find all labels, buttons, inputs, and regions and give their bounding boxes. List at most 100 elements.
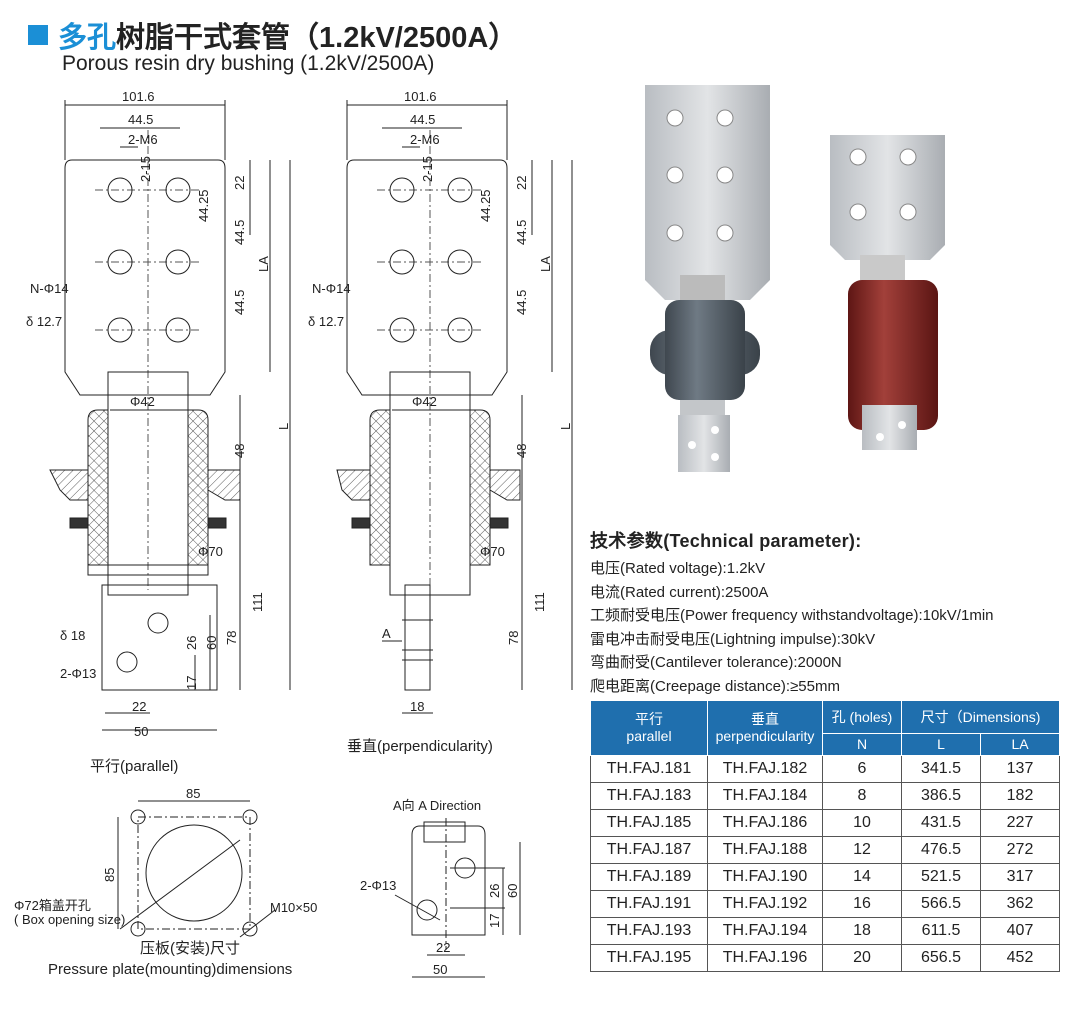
param-cantilever: 弯曲耐受(Cantilever tolerance):2000N [590, 654, 842, 671]
dim-26: 26 [184, 636, 199, 650]
dim-111: 111 [250, 592, 265, 612]
cell-l: 521.5 [901, 863, 981, 891]
product-photos [645, 85, 945, 472]
cell-l: 566.5 [901, 890, 981, 918]
dim-la: LA [256, 256, 271, 272]
col-dimensions: 尺寸（Dimensions) [901, 700, 1060, 734]
cell-la: 137 [980, 755, 1060, 783]
dim-top: 22 [514, 176, 529, 190]
dim-hole: N-Φ14 [312, 281, 351, 296]
dim-111: 111 [532, 592, 547, 612]
title-square-icon [28, 25, 48, 45]
pressure-plate-view [117, 800, 276, 938]
tech-heading: 技术参数(Technical parameter): [590, 531, 862, 551]
cell-perpendicular: TH.FAJ.190 [707, 863, 823, 891]
cell-la: 452 [980, 944, 1060, 972]
bolt-size: M10×50 [270, 900, 317, 915]
dim-pitch-2: 44.5 [514, 220, 529, 245]
dim-top: 22 [232, 176, 247, 190]
dim-thickness: δ 12.7 [308, 314, 344, 329]
dim-thread: 2-M6 [128, 132, 158, 147]
dim-pitch-3: 44.5 [232, 290, 247, 315]
dim-60: 60 [204, 636, 219, 650]
cell-holes: 20 [822, 944, 902, 972]
dim-arrow-a: A [382, 626, 391, 641]
dim-thickness: δ 12.7 [26, 314, 62, 329]
cell-la: 227 [980, 809, 1060, 837]
param-creepage: 爬电距离(Creepage distance):≥55mm [590, 677, 840, 695]
dim-thread: 2-M6 [410, 132, 440, 147]
cell-parallel: TH.FAJ.185 [590, 809, 708, 837]
col-l: L [901, 733, 981, 756]
plate-height: 85 [102, 868, 117, 882]
a-dim-17: 17 [487, 914, 502, 928]
plate-caption-en: Pressure plate(mounting)dimensions [48, 961, 292, 978]
dim-48: 48 [232, 444, 247, 458]
cell-holes: 18 [822, 917, 902, 945]
cell-l: 386.5 [901, 782, 981, 810]
cell-parallel: TH.FAJ.193 [590, 917, 708, 945]
cell-la: 407 [980, 917, 1060, 945]
dim-78: 78 [224, 631, 239, 645]
param-rated-current: 电流(Rated current):2500A [590, 583, 769, 601]
dim-48: 48 [514, 444, 529, 458]
technical-parameters: 技术参数(Technical parameter): 电压(Rated volt… [590, 527, 994, 698]
dim-hole-spacing: 44.5 [128, 112, 153, 127]
a-dim-60: 60 [505, 884, 520, 898]
technical-drawings: 101.6 44.5 2-M6 2-15 44.25 22 44.5 44.5 … [14, 89, 573, 978]
cell-la: 272 [980, 836, 1060, 864]
box-opening-cn: Φ72箱盖开孔 [14, 898, 91, 913]
param-rated-voltage: 电压(Rated voltage):1.2kV [590, 560, 766, 577]
col-n: N [822, 733, 902, 756]
dim-thread-depth: 2-15 [138, 156, 153, 182]
a-dim-50: 50 [433, 962, 447, 977]
plate-caption-cn: 压板(安装)尺寸 [140, 939, 240, 957]
plate-width: 85 [186, 786, 200, 801]
red-bushing-photo [830, 135, 945, 450]
cell-parallel: TH.FAJ.189 [590, 863, 708, 891]
a-dim-26: 26 [487, 884, 502, 898]
dim-terminal-holes: 2-Φ13 [60, 666, 96, 681]
dim-thread-depth: 2-15 [420, 156, 435, 182]
a-holes: 2-Φ13 [360, 878, 396, 893]
cell-l: 611.5 [901, 917, 981, 945]
dim-hole-spacing: 44.5 [410, 112, 435, 127]
parallel-view [49, 100, 291, 731]
col-holes: 孔 (holes) [822, 700, 902, 734]
cell-perpendicular: TH.FAJ.194 [707, 917, 823, 945]
cell-holes: 8 [822, 782, 902, 810]
cell-parallel: TH.FAJ.181 [590, 755, 708, 783]
dim-width-total: 101.6 [404, 89, 437, 104]
a-dim-22: 22 [436, 940, 450, 955]
perpendicular-view [336, 100, 573, 714]
gray-bushing-photo [645, 85, 770, 472]
dim-phi70: Φ70 [480, 544, 505, 559]
cell-perpendicular: TH.FAJ.184 [707, 782, 823, 810]
cell-parallel: TH.FAJ.195 [590, 944, 708, 972]
dim-conductor: Φ42 [130, 394, 155, 409]
cell-holes: 12 [822, 836, 902, 864]
dim-pitch-2: 44.5 [232, 220, 247, 245]
cell-la: 317 [980, 863, 1060, 891]
dim-width-total: 101.6 [122, 89, 155, 104]
a-direction-title: A向 A Direction [393, 798, 481, 813]
dim-la: LA [538, 256, 553, 272]
cell-perpendicular: TH.FAJ.186 [707, 809, 823, 837]
cell-parallel: TH.FAJ.183 [590, 782, 708, 810]
dim-hole: N-Φ14 [30, 281, 69, 296]
parallel-caption: 平行(parallel) [90, 758, 178, 775]
cell-holes: 10 [822, 809, 902, 837]
dim-phi70: Φ70 [198, 544, 223, 559]
cell-la: 182 [980, 782, 1060, 810]
cell-holes: 14 [822, 863, 902, 891]
perpendicular-caption: 垂直(perpendicularity) [347, 738, 493, 755]
cell-l: 656.5 [901, 944, 981, 972]
cell-holes: 6 [822, 755, 902, 783]
